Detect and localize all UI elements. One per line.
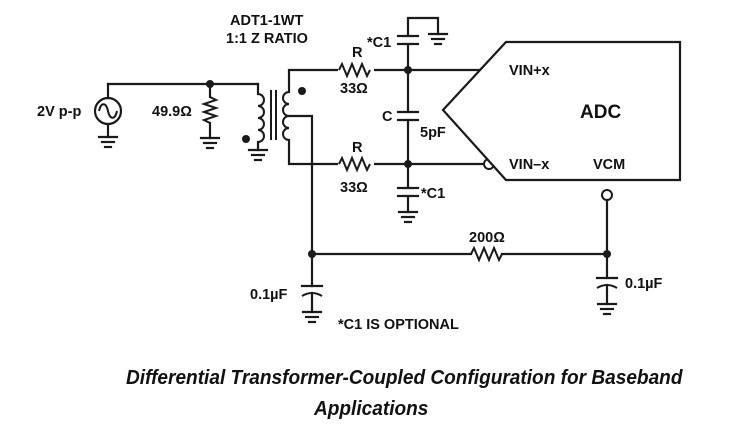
ground-icon <box>596 302 618 316</box>
series-resistor-top-value: 33Ω <box>340 81 368 97</box>
termination-resistor <box>200 82 220 140</box>
ground-icon <box>199 136 221 150</box>
series-resistor-top <box>338 61 371 79</box>
series-resistor-bottom-value: 33Ω <box>340 180 368 196</box>
transformer-ratio-label: 1:1 Z RATIO <box>226 31 308 47</box>
adc-vin-pos-label: VIN+x <box>509 63 550 79</box>
cap-right-label: 0.1µF <box>625 276 663 292</box>
center-tap-wire <box>287 114 314 256</box>
ground-icon <box>427 32 449 46</box>
adc-label: ADC <box>580 102 621 123</box>
series-resistor-bottom-name: R <box>352 140 363 156</box>
termination-resistor-label: 49.9Ω <box>152 104 192 120</box>
ground-icon <box>97 135 119 149</box>
figure-caption-line2: Applications <box>314 397 429 420</box>
transformer-part-label: ADT1-1WT <box>230 13 303 29</box>
optional-cap-top-label: *C1 <box>367 35 391 51</box>
vcm-resistor <box>470 245 503 263</box>
adc-block <box>441 40 682 182</box>
ac-source <box>93 82 123 139</box>
adc-vcm-label: VCM <box>593 157 625 173</box>
optional-cap-bottom <box>396 162 420 214</box>
series-resistor-bottom <box>338 155 371 173</box>
ground-icon <box>247 148 269 162</box>
diff-capacitor-value: 5pF <box>420 125 446 141</box>
vcm-resistor-label: 200Ω <box>469 230 505 246</box>
adc-vin-neg-label: VIN–x <box>509 157 549 173</box>
cap-right <box>595 252 619 306</box>
optional-cap-bottom-label: *C1 <box>421 186 445 202</box>
cap-left <box>300 252 324 314</box>
ground-icon <box>301 310 323 324</box>
source-amplitude-label: 2V p-p <box>37 104 81 120</box>
ground-icon <box>397 210 419 224</box>
optional-note: *C1 IS OPTIONAL <box>338 317 459 333</box>
diff-capacitor-name: C <box>382 109 393 125</box>
figure-caption-line1: Differential Transformer-Coupled Configu… <box>126 366 683 389</box>
series-resistor-top-name: R <box>352 45 363 61</box>
diff-capacitor <box>396 68 420 166</box>
optional-cap-top <box>396 16 440 72</box>
vcm-pin <box>601 189 613 201</box>
cap-left-label: 0.1µF <box>250 287 288 303</box>
